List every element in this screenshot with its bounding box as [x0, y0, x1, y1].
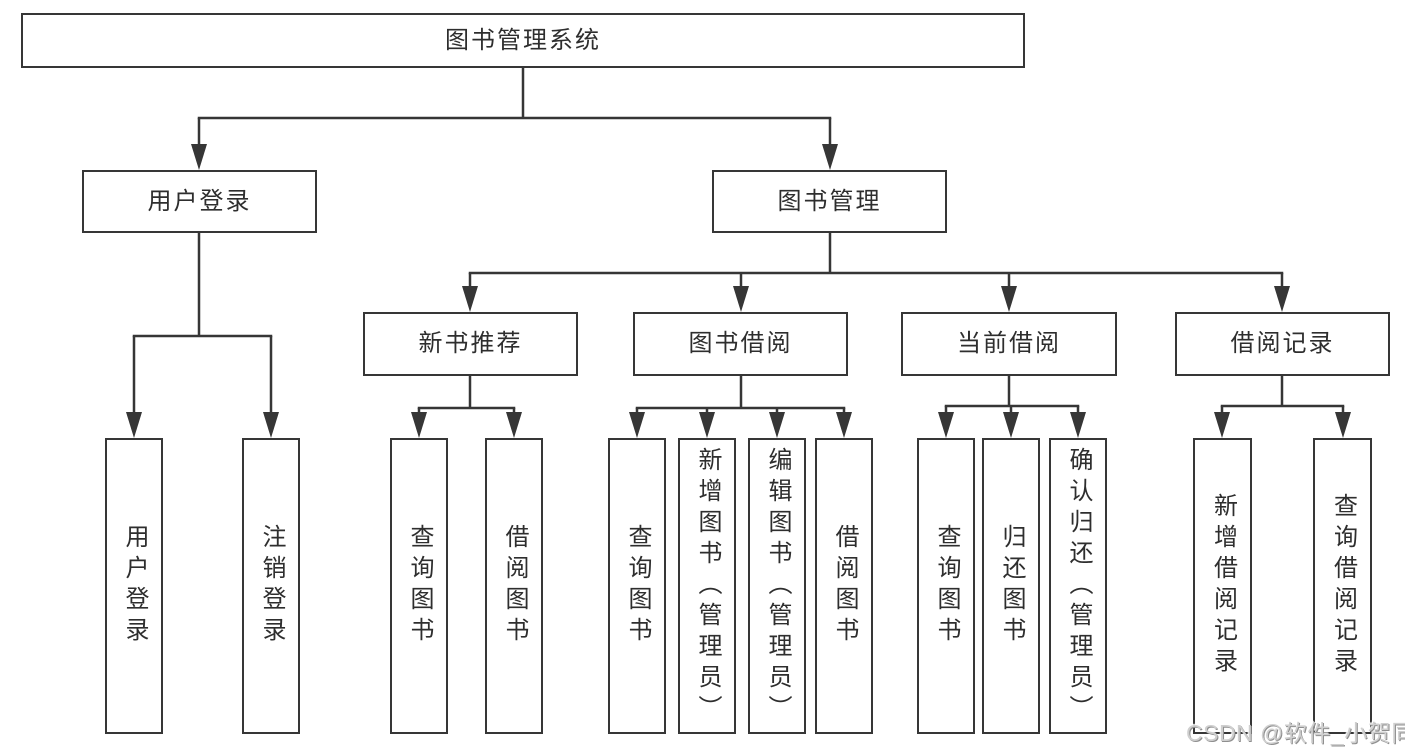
leaf-current-confirm-return-admin-label: 确认归还（管理员） — [1065, 446, 1092, 726]
node-book-management: 图书管理 — [712, 170, 947, 233]
node-new-book-recommend-label: 新书推荐 — [418, 330, 523, 357]
leaf-records-query-record: 查询借阅记录 — [1313, 438, 1372, 734]
leaf-current-query-book-label: 查询图书 — [933, 524, 960, 648]
node-current-borrowing: 当前借阅 — [901, 312, 1117, 376]
leaf-current-query-book: 查询图书 — [917, 438, 975, 734]
leaf-logout: 注销登录 — [242, 438, 300, 734]
node-user-login-label: 用户登录 — [147, 187, 252, 215]
node-borrowing-records-label: 借阅记录 — [1230, 330, 1335, 357]
node-current-borrowing-label: 当前借阅 — [957, 330, 1061, 357]
leaf-recommend-query-book: 查询图书 — [390, 438, 448, 734]
leaf-records-query-record-label: 查询借阅记录 — [1329, 493, 1357, 679]
node-book-borrowing-label: 图书借阅 — [688, 330, 793, 357]
leaf-user-login-label: 用户登录 — [121, 524, 148, 648]
leaf-current-return-book-label: 归还图书 — [998, 524, 1025, 648]
leaf-borrowing-query-book-label: 查询图书 — [624, 524, 651, 648]
leaf-current-confirm-return-admin: 确认归还（管理员） — [1049, 438, 1107, 734]
leaf-logout-label: 注销登录 — [258, 524, 285, 648]
node-new-book-recommend: 新书推荐 — [363, 312, 578, 376]
leaf-recommend-borrow-book: 借阅图书 — [485, 438, 543, 734]
leaf-records-add-record-label: 新增借阅记录 — [1209, 493, 1237, 679]
leaf-borrowing-add-book-admin-label: 新增图书（管理员） — [694, 446, 721, 726]
leaf-records-add-record: 新增借阅记录 — [1193, 438, 1252, 734]
leaf-borrowing-edit-book-admin-label: 编辑图书（管理员） — [764, 446, 791, 726]
node-root-system-label: 图书管理系统 — [445, 26, 601, 54]
node-book-management-label: 图书管理 — [777, 187, 882, 215]
leaf-recommend-query-book-label: 查询图书 — [406, 524, 433, 648]
leaf-borrowing-add-book-admin: 新增图书（管理员） — [678, 438, 736, 734]
node-user-login: 用户登录 — [82, 170, 317, 233]
node-borrowing-records: 借阅记录 — [1175, 312, 1390, 376]
leaf-borrowing-edit-book-admin: 编辑图书（管理员） — [748, 438, 806, 734]
leaf-borrowing-query-book: 查询图书 — [608, 438, 666, 734]
leaf-user-login: 用户登录 — [105, 438, 163, 734]
leaf-borrowing-borrow-book: 借阅图书 — [815, 438, 873, 734]
leaf-recommend-borrow-book-label: 借阅图书 — [501, 524, 528, 648]
node-book-borrowing: 图书借阅 — [633, 312, 848, 376]
csdn-watermark: CSDN @软件_小贺同学 — [1186, 720, 1405, 746]
node-root-system: 图书管理系统 — [21, 13, 1025, 68]
leaf-current-return-book: 归还图书 — [982, 438, 1040, 734]
leaf-borrowing-borrow-book-label: 借阅图书 — [831, 524, 858, 648]
